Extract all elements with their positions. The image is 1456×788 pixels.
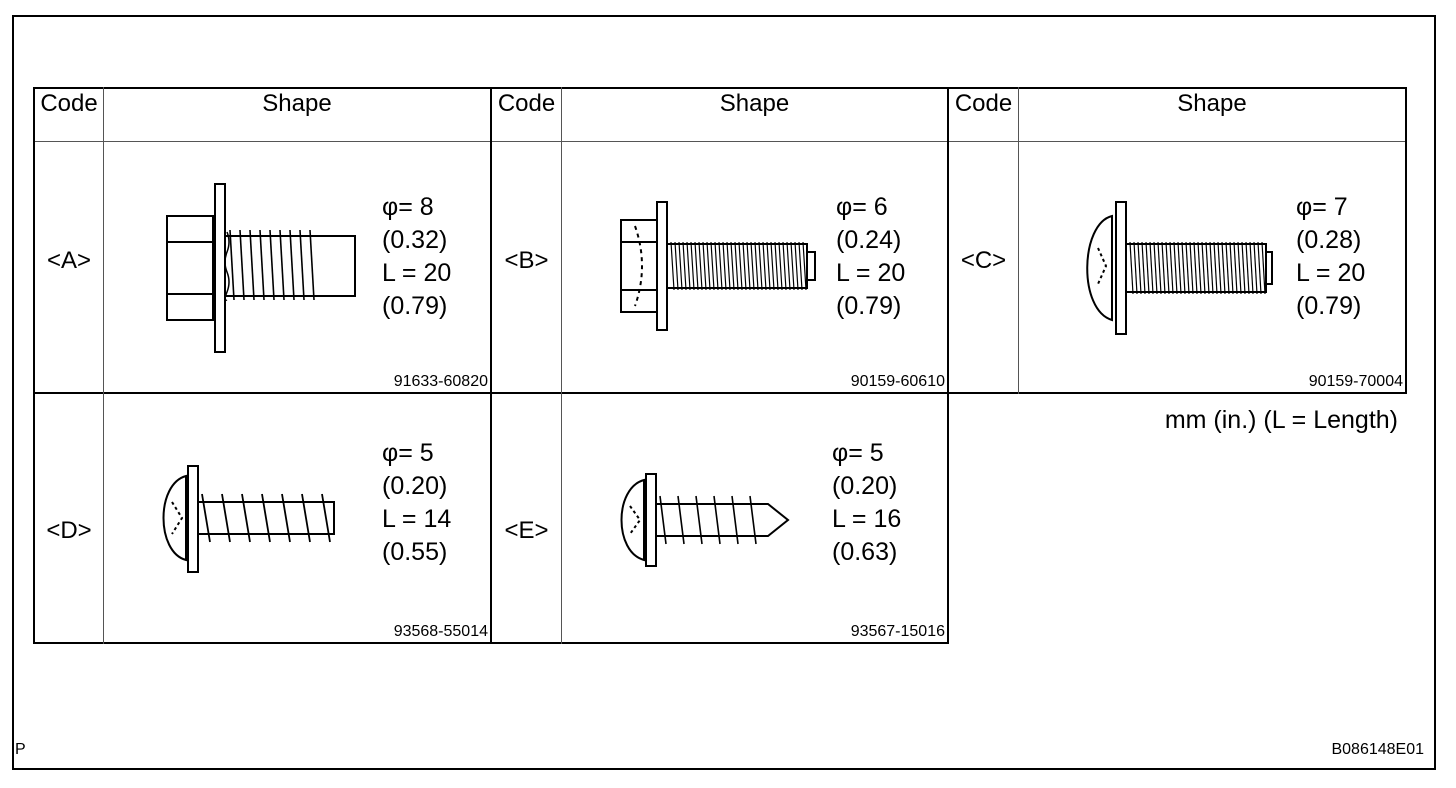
unit-note: mm (in.) (L = Length) — [1164, 406, 1398, 434]
diameter-in: (0.20) — [382, 472, 448, 500]
hex-flange-bolt-icon — [166, 183, 356, 353]
header-shape: Shape — [719, 90, 790, 117]
header-code: Code — [954, 90, 1013, 117]
spec-block: φ= 7 (0.28) L = 20 (0.79) — [1296, 191, 1365, 323]
header-shape: Shape — [262, 90, 332, 117]
diameter-mm: φ= 6 — [836, 193, 888, 221]
length-in: (0.55) — [382, 538, 448, 566]
part-number: 93567-15016 — [850, 623, 945, 640]
figure-id: B086148E01 — [1331, 741, 1424, 758]
hex-washer-bolt-icon — [620, 201, 816, 331]
diameter-in: (0.32) — [382, 226, 448, 254]
fastener-code: <E> — [504, 517, 549, 544]
length-mm: L = 20 — [836, 259, 906, 287]
diameter-mm: φ= 5 — [832, 439, 884, 467]
length-mm: L = 20 — [382, 259, 452, 287]
length-in: (0.63) — [832, 538, 898, 566]
fastener-code: <D> — [46, 517, 92, 544]
length-mm: L = 16 — [832, 505, 902, 533]
part-number: 93568-55014 — [393, 623, 488, 640]
spec-block: φ= 8 (0.32) L = 20 (0.79) — [382, 191, 451, 323]
spec-block: φ= 6 (0.24) L = 20 (0.79) — [836, 191, 905, 323]
header-shape: Shape — [1177, 90, 1247, 117]
part-number: 90159-70004 — [1308, 373, 1403, 390]
fastener-code: <B> — [504, 247, 549, 274]
length-mm: L = 14 — [382, 505, 452, 533]
header-code: Code — [497, 90, 556, 117]
length-mm: L = 20 — [1296, 259, 1366, 287]
diameter-in: (0.24) — [836, 226, 902, 254]
diameter-mm: φ= 5 — [382, 439, 434, 467]
length-in: (0.79) — [382, 292, 448, 320]
pan-head-washer-bolt-icon — [1086, 201, 1273, 335]
corner-label: P — [15, 741, 26, 758]
fastener-code: <A> — [46, 247, 92, 274]
diameter-mm: φ= 8 — [382, 193, 434, 221]
part-number: 91633-60820 — [393, 373, 488, 390]
length-in: (0.79) — [836, 292, 902, 320]
spec-block: φ= 5 (0.20) L = 16 (0.63) — [832, 437, 901, 569]
header-code: Code — [40, 90, 98, 117]
diameter-in: (0.28) — [1296, 226, 1362, 254]
part-number: 90159-60610 — [850, 373, 945, 390]
spec-block: φ= 5 (0.20) L = 14 (0.55) — [382, 437, 451, 569]
tapping-screw-icon — [620, 473, 790, 567]
fastener-code: <C> — [960, 247, 1007, 274]
pan-head-screw-icon — [162, 465, 335, 573]
diameter-in: (0.20) — [832, 472, 898, 500]
figure-frame — [12, 15, 1436, 770]
diameter-mm: φ= 7 — [1296, 193, 1348, 221]
length-in: (0.79) — [1296, 292, 1362, 320]
